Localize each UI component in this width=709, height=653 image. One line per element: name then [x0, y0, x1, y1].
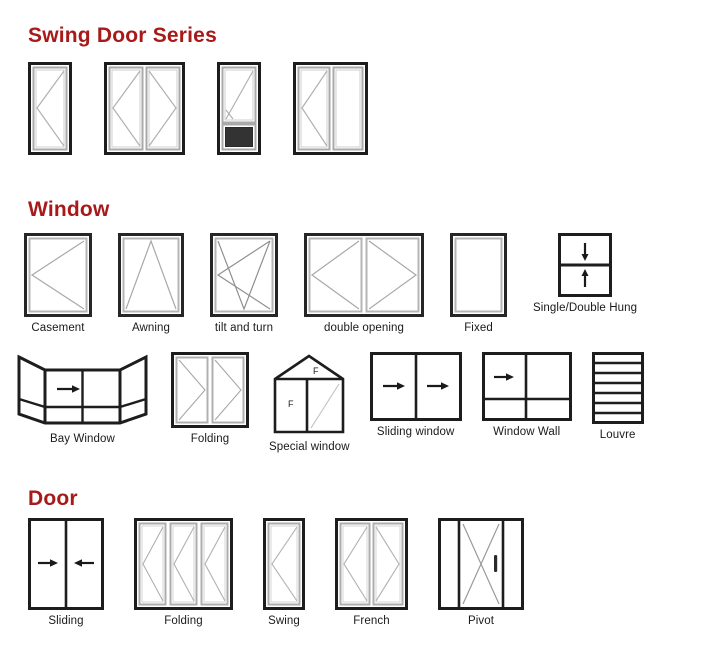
figure-single-double-hung-window[interactable]: Single/Double Hung	[533, 233, 637, 314]
window-bay-icon	[14, 352, 151, 428]
window-special-icon: F F	[269, 352, 349, 436]
arrow-up-icon	[581, 269, 589, 287]
arrow-right-icon	[382, 382, 405, 390]
figure-sliding-window[interactable]: Sliding window	[369, 352, 462, 438]
door-swing-single-icon	[28, 62, 72, 155]
window-tilt-turn-icon	[210, 233, 278, 317]
figure-tilt-and-turn-window[interactable]: tilt and turn	[210, 233, 278, 334]
special-window-label-top: F	[313, 366, 319, 376]
figure-casement-window[interactable]: Casement	[24, 233, 92, 334]
figure-special-window[interactable]: F F Special window	[269, 352, 350, 453]
caption: Sliding window	[376, 426, 455, 438]
window-hung-icon	[558, 233, 613, 297]
pivot-door-handle	[494, 555, 498, 572]
caption: Single/Double Hung	[533, 302, 638, 314]
figure-window-wall[interactable]: Window Wall	[481, 352, 572, 438]
caption: Sliding	[48, 615, 84, 627]
caption: Special window	[269, 441, 350, 453]
figure-single-swing-door[interactable]	[28, 62, 72, 160]
door-sliding-icon	[28, 518, 104, 610]
window-fixed-icon	[450, 233, 507, 317]
door-folding-icon	[134, 518, 233, 610]
window-wall-icon	[481, 352, 572, 421]
figure-folding-door[interactable]: Folding	[134, 518, 233, 627]
caption: Folding	[164, 615, 203, 627]
window-double-opening-icon	[304, 233, 424, 317]
door-french-icon	[335, 518, 408, 610]
window-row-2: Bay Window Folding F F Spec	[14, 352, 644, 453]
figure-swing-door-with-fixed-lite[interactable]	[293, 62, 368, 160]
caption: Window Wall	[493, 426, 561, 438]
window-row-1: Casement Awning tilt and turn	[24, 233, 637, 334]
figure-french-door[interactable]: French	[335, 518, 408, 627]
figure-bay-window[interactable]: Bay Window	[14, 352, 151, 445]
door-swing-double-icon	[104, 62, 185, 155]
section-title-door: Door	[28, 487, 78, 510]
caption: Bay Window	[50, 433, 115, 445]
figure-awning-window[interactable]: Awning	[118, 233, 184, 334]
caption: tilt and turn	[214, 322, 274, 334]
door-swing-icon	[263, 518, 305, 610]
section-title-swing-door-series: Swing Door Series	[28, 24, 217, 47]
arrow-left-icon	[74, 559, 94, 567]
window-awning-icon	[118, 233, 184, 317]
arrow-down-icon	[581, 243, 589, 261]
door-row: Sliding Folding	[28, 518, 524, 627]
caption: Louvre	[599, 429, 636, 441]
swing-door-series-row	[28, 62, 368, 160]
caption: Swing	[268, 615, 300, 627]
door-swing-panel-icon	[217, 62, 261, 155]
window-louvre-icon	[591, 352, 644, 424]
arrow-right-icon	[57, 385, 80, 393]
figure-fixed-window[interactable]: Fixed	[450, 233, 507, 334]
caption: French	[353, 615, 390, 627]
figure-louvre-window[interactable]: Louvre	[591, 352, 644, 441]
window-casement-icon	[24, 233, 92, 317]
door-pivot-icon	[438, 518, 524, 610]
figure-sliding-door[interactable]: Sliding	[28, 518, 104, 627]
section-title-window: Window	[28, 198, 110, 221]
caption: Awning	[131, 322, 171, 334]
window-folding-icon	[171, 352, 249, 428]
figure-double-opening-window[interactable]: double opening	[304, 233, 424, 334]
figure-pivot-door[interactable]: Pivot	[438, 518, 524, 627]
door-swing-fixed-icon	[293, 62, 368, 155]
figure-double-swing-door[interactable]	[104, 62, 185, 160]
arrow-right-icon	[493, 373, 514, 381]
arrow-right-icon	[426, 382, 449, 390]
caption: Casement	[31, 322, 85, 334]
window-sliding-icon	[369, 352, 462, 421]
caption: Fixed	[464, 322, 493, 334]
figure-swing-door[interactable]: Swing	[263, 518, 305, 627]
special-window-label-left: F	[288, 399, 294, 409]
caption: Folding	[190, 433, 230, 445]
figure-folding-window[interactable]: Folding	[171, 352, 249, 445]
caption: double opening	[323, 322, 405, 334]
caption: Pivot	[467, 615, 495, 627]
arrow-right-icon	[38, 559, 58, 567]
figure-swing-door-with-pet-panel[interactable]	[217, 62, 261, 160]
